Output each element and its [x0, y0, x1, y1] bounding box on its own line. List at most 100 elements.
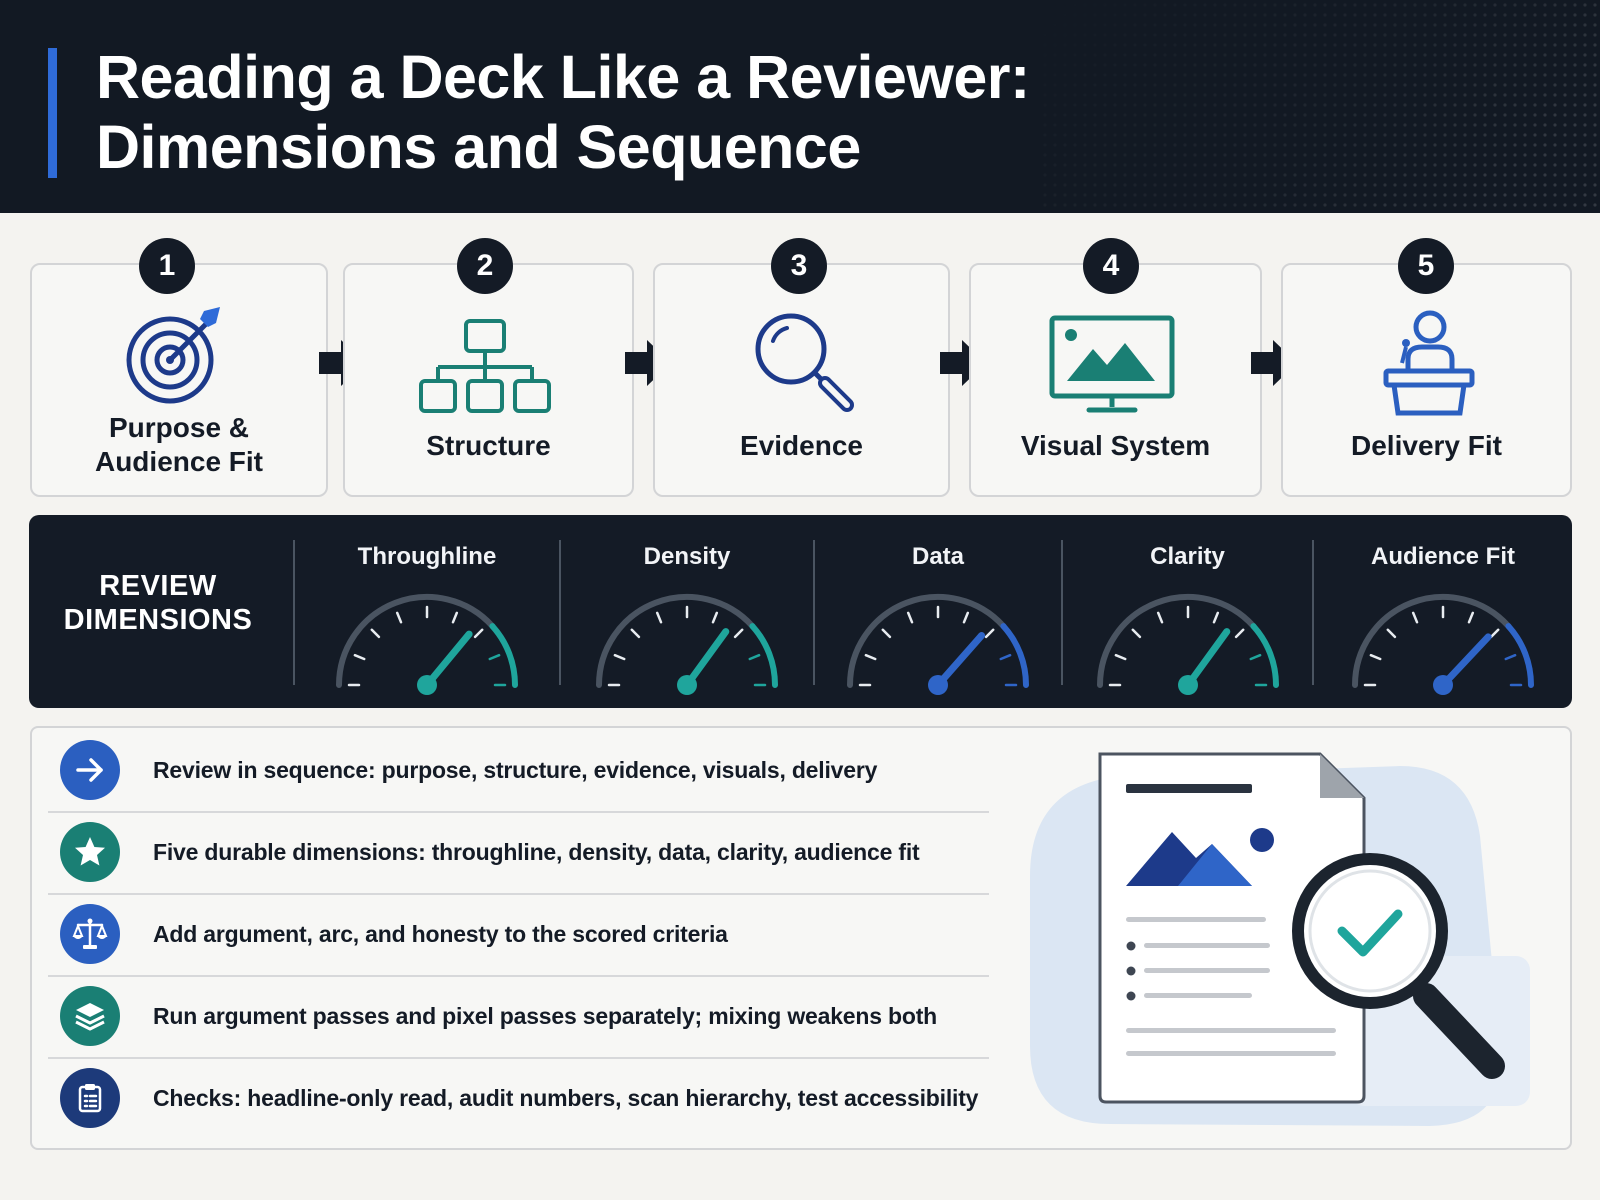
gauge-tick [1249, 653, 1261, 661]
gauge-tick [733, 628, 744, 639]
gauge-highlight-arc [1000, 623, 1029, 688]
step-number-3: 3 [771, 238, 827, 294]
magnifier-icon [755, 313, 854, 412]
list-item: Review in sequence: purpose, structure, … [48, 729, 989, 811]
gauge-tick [881, 628, 892, 639]
list-item: Add argument, arc, and honesty to the sc… [48, 893, 989, 975]
gauge-tick [473, 628, 484, 639]
step-label-purpose-line-1: Purpose & [108, 412, 250, 443]
gauge-dial [1096, 594, 1279, 695]
gauge-needle [934, 632, 986, 689]
divider [813, 540, 815, 685]
layers-icon [60, 986, 120, 1046]
step-label-structure: Structure [426, 430, 551, 461]
gauge-tick [962, 611, 970, 624]
page-title-line-1: Reading a Deck Like a Reviewer: [96, 43, 1030, 111]
gauge-needle [423, 630, 473, 689]
gauge-label: Throughline [357, 543, 497, 570]
gauge-needle [1184, 628, 1230, 689]
step-number-2: 2 [457, 238, 513, 294]
gauge-density: Density [561, 515, 813, 708]
gauge-tick [1411, 611, 1419, 624]
gauge-highlight-arc [1505, 623, 1534, 688]
gauge-tick [370, 628, 381, 639]
takeaway-text: Add argument, arc, and honesty to the sc… [153, 920, 728, 947]
gauge-tick [1234, 628, 1244, 639]
review-dimensions-title-line-2: DIMENSIONS [63, 603, 253, 636]
gauge-track [847, 594, 1007, 688]
step-card-purpose: Purpose & Audience Fit [30, 263, 328, 497]
gauge-label: Density [643, 543, 731, 570]
gauge-label: Data [911, 543, 965, 570]
gauge-track [336, 594, 496, 688]
step-card-visual-system: Visual System [969, 263, 1262, 497]
gauge-track [1096, 594, 1256, 688]
divider [559, 540, 561, 685]
gauge-tick [864, 653, 877, 661]
arrow-right-icon [625, 340, 671, 386]
page-title-line-2: Dimensions and Sequence [96, 113, 861, 182]
gauge-highlight-arc [1249, 623, 1279, 688]
takeaway-text: Run argument passes and pixel passes sep… [153, 1002, 938, 1029]
arrow-right-icon [940, 340, 986, 386]
gauge-tick [1467, 611, 1475, 624]
gauge-tick [1156, 611, 1163, 624]
gauge-tick [655, 611, 663, 624]
step-card-structure: Structure [343, 263, 634, 497]
gauge-tick [488, 653, 501, 661]
step-number-5: 5 [1398, 238, 1454, 294]
step-card-delivery-fit: Delivery Fit [1281, 263, 1572, 497]
clipboard-icon [60, 1068, 120, 1128]
review-dimensions-title: REVIEW DIMENSIONS [29, 570, 287, 638]
gauge-tick [630, 628, 641, 639]
gauge-needle [1439, 633, 1492, 689]
step-label-purpose: Purpose & Audience Fit [32, 411, 326, 478]
gauge-track [596, 594, 756, 688]
list-item: Five durable dimensions: throughline, de… [48, 811, 989, 893]
divider [48, 975, 989, 977]
document-icon [1098, 752, 1366, 1104]
gauge-hub [1177, 675, 1198, 695]
list-item: Run argument passes and pixel passes sep… [48, 975, 989, 1057]
step-card-evidence: Evidence [653, 263, 950, 497]
gauge-audience-fit: Audience Fit [1314, 515, 1572, 708]
step-number-1: 1 [139, 238, 195, 294]
gauge-tick [1114, 653, 1126, 661]
gauge-throughline: Throughline [295, 515, 559, 708]
arrow-right-icon [319, 340, 365, 386]
step-label-purpose-line-2: Audience Fit [94, 445, 263, 477]
page-title: Reading a Deck Like a Reviewer: Dimensio… [96, 42, 1030, 182]
step-label-evidence: Evidence [740, 430, 863, 461]
gauge-tick [1131, 628, 1141, 639]
podium-speaker-icon [1383, 310, 1475, 416]
gauge-data: Data [815, 515, 1061, 708]
gauge-dial [847, 594, 1029, 695]
divider [1061, 540, 1063, 685]
divider [1312, 540, 1314, 685]
hierarchy-icon [419, 319, 551, 413]
takeaway-text: Checks: headline-only read, audit number… [153, 1084, 979, 1111]
target-icon [126, 307, 220, 404]
divider [48, 811, 989, 813]
gauge-needle [683, 628, 730, 689]
gauge-hub [1433, 675, 1453, 695]
magnifier-check-icon [1292, 853, 1505, 1079]
gauge-tick [906, 611, 914, 624]
scales-icon [60, 904, 120, 964]
step-label-delivery-fit: Delivery Fit [1351, 430, 1502, 461]
gauge-tick [1504, 653, 1517, 661]
gauge-hub [928, 675, 948, 695]
document-review-illustration [1030, 752, 1530, 1126]
gauge-dial [1352, 594, 1534, 695]
gauge-highlight-arc [749, 623, 778, 688]
gauge-tick [451, 611, 459, 624]
gauge-clarity: Clarity [1063, 515, 1312, 708]
gauge-tick [395, 611, 403, 624]
gauge-tick [1369, 653, 1382, 661]
divider [48, 1057, 989, 1059]
gauge-tick [1489, 628, 1500, 639]
gauge-highlight-arc [489, 623, 518, 688]
gauge-dial [596, 594, 778, 695]
monitor-image-icon [1049, 315, 1175, 413]
star-icon [60, 822, 120, 882]
